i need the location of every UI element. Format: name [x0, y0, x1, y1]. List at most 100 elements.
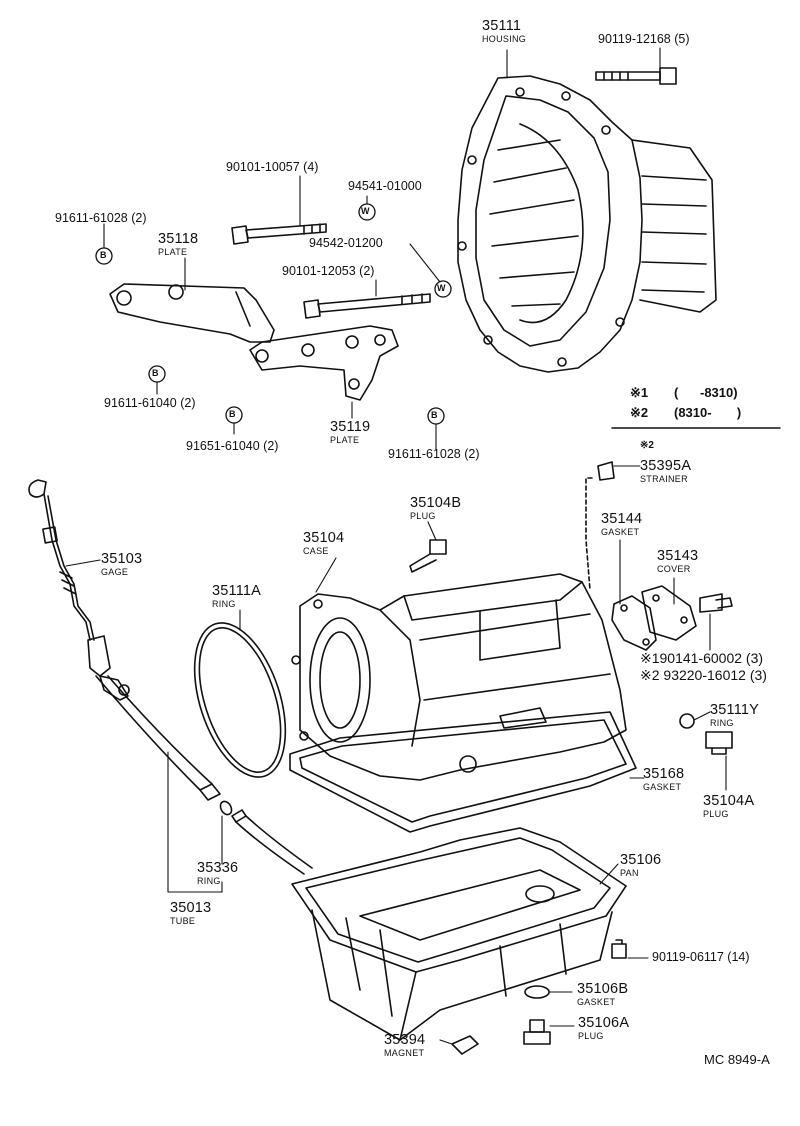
label-35106a: 35106A PLUG: [578, 1016, 629, 1041]
housing-illustration: [457, 75, 717, 373]
tube-35013-illustration: [87, 635, 313, 875]
label-35336: 35336 RING: [197, 861, 238, 886]
label-35104a: 35104A PLUG: [703, 794, 754, 819]
label-35111a: 35111A RING: [212, 584, 261, 609]
label-93220-16012: ※2 93220-16012 (3): [640, 667, 767, 683]
reference-code: MC 8949-A: [704, 1052, 770, 1067]
part-number: 35144: [601, 511, 643, 527]
plug-35106a-illustration: [523, 1019, 551, 1045]
label-35013: 35013 TUBE: [170, 901, 211, 926]
part-number: 35104A: [703, 793, 755, 809]
label-35104: 35104 CASE: [303, 531, 344, 556]
part-name: GASKET: [577, 996, 616, 1007]
part-name: PAN: [620, 867, 639, 878]
bolt-90101-10057-illustration: [231, 223, 327, 245]
label-35111: 35111 HOUSING: [482, 19, 526, 44]
bolt-90119-12168-illustration: [595, 67, 677, 85]
part-number: 35111A: [212, 583, 262, 599]
part-name: RING: [212, 598, 236, 609]
bolt-90101-12053-illustration: [303, 293, 431, 319]
applicability-range-1: ( -8310): [674, 385, 738, 400]
part-number: 35111Y: [710, 702, 760, 718]
label-35395a: 35395A STRAINER: [640, 459, 691, 484]
strainer-35395a-illustration: [585, 461, 615, 591]
label-35394: 35394 MAGNET: [384, 1033, 425, 1058]
part-name: PLUG: [703, 808, 729, 819]
part-number: 35118: [158, 231, 199, 247]
label-35106: 35106 PAN: [620, 853, 661, 878]
part-name: MAGNET: [384, 1047, 425, 1058]
applicability-range-2: (8310- ): [674, 405, 742, 420]
part-number: 35394: [384, 1032, 426, 1048]
part-name: PLATE: [158, 246, 188, 257]
part-name: RING: [710, 717, 734, 728]
bolt-marker: B: [229, 409, 236, 419]
washer-marker: W: [437, 283, 446, 293]
part-name: PLUG: [410, 510, 436, 521]
cover-35143-illustration: [641, 585, 697, 641]
label-90101-12053: 90101-12053 (2): [282, 264, 375, 278]
pan-35106-illustration: [291, 827, 627, 1041]
label-91611-61040: 91611-61040 (2): [104, 396, 196, 410]
label-35111y: 35111Y RING: [710, 703, 759, 728]
label-35168: 35168 GASKET: [643, 767, 684, 792]
label-91651-61040: 91651-61040 (2): [186, 439, 279, 453]
part-number: 35104: [303, 530, 345, 546]
applicability-mark-1: ※1: [630, 385, 649, 400]
ring-35111a-illustration: [193, 622, 287, 778]
plug-35104a-illustration: [705, 731, 733, 755]
part-number: 35103: [101, 551, 143, 567]
label-35119: 35119 PLATE: [330, 420, 370, 445]
label-35144: 35144 GASKET: [601, 512, 642, 537]
part-name: STRAINER: [640, 473, 688, 484]
label-94541-01000: 94541-01000: [348, 179, 422, 193]
part-name: PLATE: [330, 434, 360, 445]
applicability-mark-2: ※2: [630, 405, 649, 420]
case-35104-illustration: [291, 573, 627, 781]
ring-35336-illustration: [219, 800, 233, 816]
bolt-marker: B: [152, 368, 159, 378]
part-number: 35143: [657, 548, 699, 564]
label-90141-60002: ※190141-60002 (3): [640, 650, 764, 666]
label-91611-61028-a: 91611-61028 (2): [55, 211, 147, 225]
bolt-35143-illustration: [699, 593, 733, 613]
label-35143: 35143 COVER: [657, 549, 698, 574]
part-name: RING: [197, 875, 221, 886]
part-name: PLUG: [578, 1030, 604, 1041]
part-number: 35106A: [578, 1015, 630, 1031]
part-number: 35013: [170, 900, 212, 916]
part-number: 35106B: [577, 981, 629, 997]
plate-35119-illustration: [249, 325, 399, 401]
label-91611-61028-b: 91611-61028 (2): [388, 447, 480, 461]
label-90119-12168: 90119-12168 (5): [598, 32, 690, 46]
label-94542-01200: 94542-01200: [309, 236, 383, 250]
plug-35104b-illustration: [409, 539, 447, 573]
part-number: 35168: [643, 766, 685, 782]
label-35106b: 35106B GASKET: [577, 982, 628, 1007]
bolt-90119-06117-illustration: [611, 939, 627, 959]
bolt-marker: B: [431, 410, 438, 420]
gasket-35144-illustration: [611, 595, 657, 651]
label-35104b: 35104B PLUG: [410, 496, 461, 521]
part-name: CASE: [303, 545, 329, 556]
part-number: 35111: [482, 18, 522, 34]
marker-circles: [95, 203, 452, 425]
label-90101-10057: 90101-10057 (4): [226, 160, 319, 174]
part-number: 35336: [197, 860, 239, 876]
magnet-35394-illustration: [451, 1035, 479, 1055]
part-name: COVER: [657, 563, 691, 574]
gasket-35106b-illustration: [524, 985, 550, 999]
bolt-marker: B: [100, 250, 107, 260]
washer-marker: W: [361, 206, 370, 216]
part-name: HOUSING: [482, 33, 527, 44]
part-name: GAGE: [101, 566, 129, 577]
part-number: 35104B: [410, 495, 462, 511]
part-number: 35106: [620, 852, 662, 868]
gasket-35168-illustration: [289, 711, 637, 833]
gage-35103-illustration: [28, 479, 95, 641]
part-name: GASKET: [601, 526, 640, 537]
leader-lines: [65, 47, 727, 1045]
part-name: GASKET: [643, 781, 682, 792]
label-35103: 35103 GAGE: [101, 552, 142, 577]
